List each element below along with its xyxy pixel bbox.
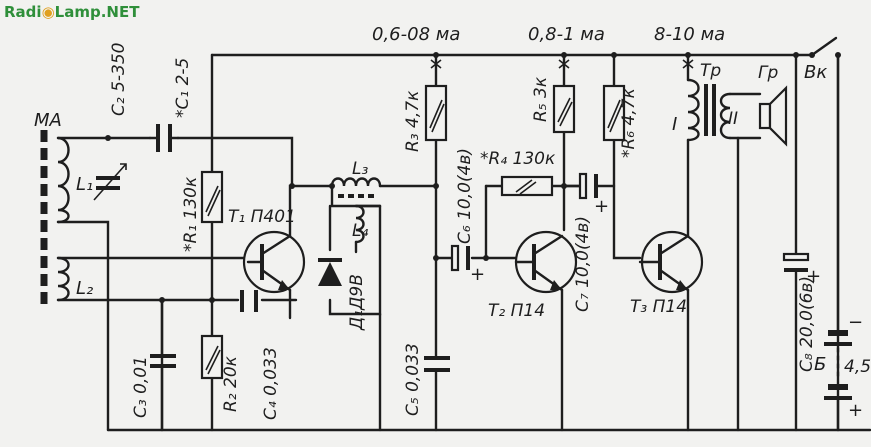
label-R6: *R₆ 4,7к (619, 87, 639, 158)
label-T3: T₃ П14 (630, 297, 687, 317)
current-label-stage1: 0,6-08 ма (372, 24, 460, 45)
current-label-stage2: 0,8-1 ма (528, 24, 605, 45)
resistor-R6 (602, 84, 626, 142)
capacitor-C7 (578, 172, 598, 200)
label-C1: *C₁ 2-5 (173, 58, 193, 118)
capacitor-C6 (450, 244, 470, 272)
label-R5: R₅ 3к (531, 76, 551, 122)
label-battery-voltage: 4,5в (844, 357, 871, 377)
junction-dots (105, 52, 841, 303)
diode-D1 (318, 258, 342, 286)
resistor-R5 (552, 84, 576, 134)
label-Vk: Вк (804, 62, 827, 83)
resistor-R1 (200, 170, 224, 224)
label-T1: T₁ П401 (228, 207, 296, 227)
plus-mark-battery: + (848, 400, 863, 421)
capacitor-C4 (240, 290, 258, 312)
magnetic-antenna (40, 130, 70, 310)
label-C5: C₅ 0,033 (403, 343, 423, 416)
resistor-R4 (500, 175, 554, 197)
watermark-part2: Lamp.NET (55, 3, 141, 21)
capacitor-C2 (93, 163, 127, 201)
label-T2: T₂ П14 (488, 301, 545, 321)
label-battery: Б (814, 354, 826, 375)
coil-L4 (354, 204, 382, 254)
plus-mark-C8: + (806, 266, 821, 287)
label-L4: L₄ (352, 221, 368, 241)
watermark-part1: Radi (4, 3, 42, 21)
transformer-Tr (686, 78, 732, 142)
coil-L3 (330, 177, 382, 198)
label-C2: C₂ 5-350 (109, 43, 129, 117)
label-R1: *R₁ 130к (181, 176, 201, 252)
label-C6: C₆ 10,0(4в) (455, 148, 475, 244)
label-C3: C₃ 0,01 (131, 356, 151, 418)
plus-mark-C7: + (594, 196, 609, 217)
label-antenna: МА (34, 110, 62, 131)
transistor-T2 (514, 230, 578, 294)
capacitor-C3 (150, 298, 176, 432)
label-R2: R₂ 20к (221, 355, 241, 412)
label-L1: L₁ (76, 174, 93, 195)
transistor-T1 (242, 230, 306, 294)
measurement-marks (430, 59, 694, 69)
transistor-T3 (638, 230, 704, 294)
label-D1: Д₁Д9В (347, 274, 367, 331)
watermark-logo-icon: ◉ (42, 3, 55, 21)
label-C7: C₇ 10,0(4в) (573, 216, 593, 312)
current-label-stage3: 8-10 ма (654, 24, 725, 45)
label-C8: C₈ 20,0(6в) (797, 276, 817, 372)
coil-L2 (56, 256, 70, 302)
coil-L1 (56, 136, 70, 224)
capacitor-C1 (148, 124, 180, 152)
label-R4: *R₄ 130к (480, 149, 556, 169)
label-L2: L₂ (76, 278, 93, 299)
speaker-icon (758, 85, 788, 147)
plus-mark-C6: + (470, 264, 485, 285)
resistor-R3 (424, 84, 448, 142)
battery-B (824, 330, 852, 432)
label-R3: R₃ 4,7к (403, 90, 423, 152)
label-C4: C₄ 0,033 (261, 347, 281, 420)
watermark: Radi◉Lamp.NET (4, 3, 140, 21)
label-Tr: Тр (700, 61, 721, 81)
label-winding-1: I (672, 114, 677, 135)
minus-mark-battery: − (848, 312, 863, 333)
label-L3: L₃ (352, 159, 368, 179)
resistor-R2 (200, 334, 224, 380)
label-winding-2: II (728, 109, 738, 129)
capacitor-C5 (424, 356, 450, 372)
label-Gr: Гр (758, 63, 778, 83)
capacitor-C8 (782, 252, 810, 272)
